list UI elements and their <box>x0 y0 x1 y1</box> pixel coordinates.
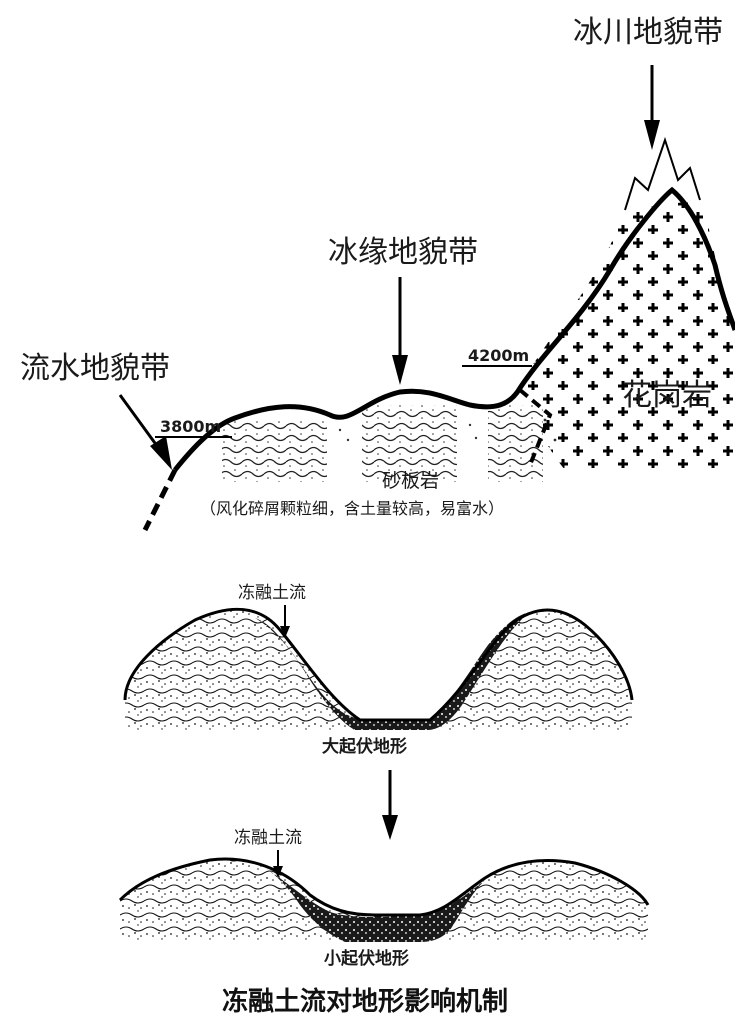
slate-note: （风化碎屑颗粒细，含土量较高，易富水） <box>200 499 504 518</box>
transition-arrow <box>382 770 398 840</box>
elev-4200-label: 4200m <box>468 346 529 365</box>
slate-block-1 <box>222 420 327 482</box>
periglacial-zone-label: 冰缘地貌带 <box>328 235 478 270</box>
small-relief-debris <box>265 868 485 942</box>
large-relief-hills <box>125 609 632 730</box>
snow-cap <box>624 136 701 211</box>
solifluction-label-1: 冻融土流 <box>238 583 306 603</box>
small-relief-hills <box>120 859 648 940</box>
ground-dash <box>142 468 178 532</box>
small-relief-diagram: 冻融土流 小起伏地形 <box>118 828 650 969</box>
large-relief-label: 大起伏地形 <box>322 736 407 757</box>
slate-label: 砂板岩 <box>382 470 439 492</box>
slate-block-3 <box>488 405 543 482</box>
large-relief-diagram: 冻融土流 大起伏地形 <box>123 583 634 757</box>
large-relief-outline <box>123 607 634 722</box>
glacial-zone-label: 冰川地貌带 <box>573 15 723 50</box>
figure-caption: 冻融土流对地形影响机制 <box>222 986 508 1017</box>
slate-block-2 <box>362 405 457 482</box>
small-relief-outline <box>118 857 650 917</box>
upper-profile: 冰川地貌带 冰缘地貌带 流水地貌带 4200m 3800m 花岗岩 砂板岩 （风… <box>20 15 735 532</box>
arrow-fluvial <box>118 394 172 470</box>
arrow-solifluction-1 <box>280 605 290 638</box>
contact-dash <box>518 388 553 466</box>
arrow-glacial <box>644 65 660 150</box>
solifluction-label-2: 冻融土流 <box>234 828 302 848</box>
arrow-solifluction-2 <box>273 850 283 878</box>
elev-3800-label: 3800m <box>160 417 221 436</box>
small-relief-label: 小起伏地形 <box>324 948 409 969</box>
arrow-periglacial <box>392 277 408 385</box>
granite-body <box>520 185 735 470</box>
fluvial-zone-label: 流水地貌带 <box>20 351 170 386</box>
granite-label: 花岗岩 <box>622 378 712 413</box>
ground-line <box>173 186 735 472</box>
large-relief-debris <box>255 612 530 730</box>
